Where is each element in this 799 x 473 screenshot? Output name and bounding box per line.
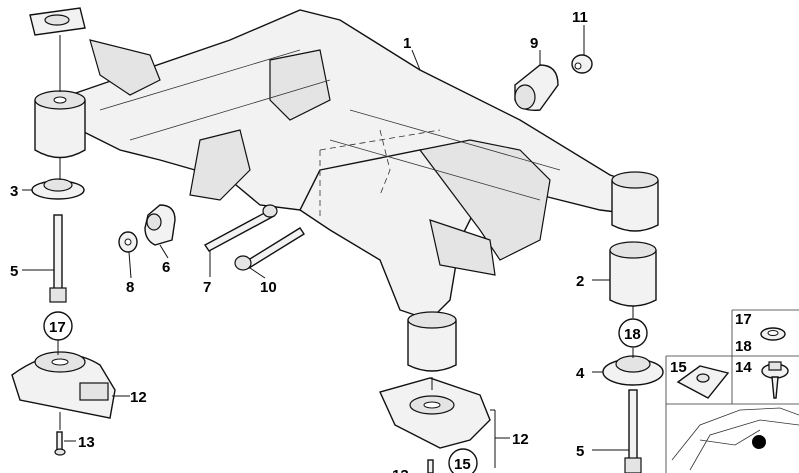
bolt-7	[203, 204, 278, 252]
bushing-rear-right	[611, 171, 659, 232]
rear-axle-subframe	[69, 9, 641, 321]
label-9: 9	[530, 35, 538, 52]
bolt-13-left	[54, 431, 66, 456]
mount-12-center	[379, 377, 491, 449]
bushing-center	[407, 311, 457, 372]
label-6: 6	[162, 259, 170, 276]
label-2: 2	[576, 273, 584, 290]
label-11: 11	[572, 9, 588, 26]
callout-circle-17	[43, 311, 73, 341]
washer-17-18-icon	[760, 327, 786, 341]
bolt-10	[234, 227, 305, 271]
label-12-left: 12	[130, 389, 147, 406]
bolt-5-left	[49, 214, 67, 303]
label-4: 4	[576, 365, 585, 382]
label-1: 1	[403, 35, 411, 52]
inset-label-18: 18	[735, 338, 752, 355]
washer-4	[602, 355, 664, 386]
callout-circle-15	[448, 448, 478, 473]
bolt-5-right	[624, 389, 642, 473]
bolt-13-center	[427, 459, 434, 473]
bushing-2	[609, 241, 657, 307]
nut-8	[118, 231, 138, 253]
leader-lines	[22, 25, 634, 468]
vehicle-location-icon	[671, 407, 799, 471]
label-13-center: 13	[392, 467, 409, 473]
mount-12-left	[11, 351, 116, 419]
label-17-circled: 17	[49, 319, 66, 336]
inset-label-14: 14	[735, 359, 752, 376]
label-12-center: 12	[512, 431, 529, 448]
location-dot	[752, 435, 766, 449]
label-13-left: 13	[78, 434, 95, 451]
label-18-circled: 18	[624, 326, 641, 343]
label-7: 7	[203, 279, 211, 296]
hardware-inset: 17 18 15 14	[665, 309, 799, 473]
callout-circle-18	[618, 318, 648, 348]
bushing-6	[144, 204, 176, 246]
label-5-right: 5	[576, 443, 584, 460]
label-10: 10	[260, 279, 277, 296]
screw-14-icon	[761, 361, 789, 399]
nut-11	[571, 54, 593, 74]
label-5-left: 5	[10, 263, 18, 280]
label-3: 3	[10, 183, 18, 200]
label-15-circled: 15	[454, 456, 471, 473]
washer-top-left	[29, 7, 86, 36]
bushing-9	[514, 64, 559, 111]
bushing-front-left	[34, 90, 86, 159]
washer-3	[31, 178, 85, 200]
inset-label-15: 15	[670, 359, 687, 376]
label-8: 8	[126, 279, 134, 296]
part-labels: 1 9 11 3 5 6 7 8 10 2 17 18 4 12 13 5 12…	[10, 9, 641, 473]
inset-label-17: 17	[735, 311, 752, 328]
clip-nut-15-icon	[676, 365, 730, 399]
